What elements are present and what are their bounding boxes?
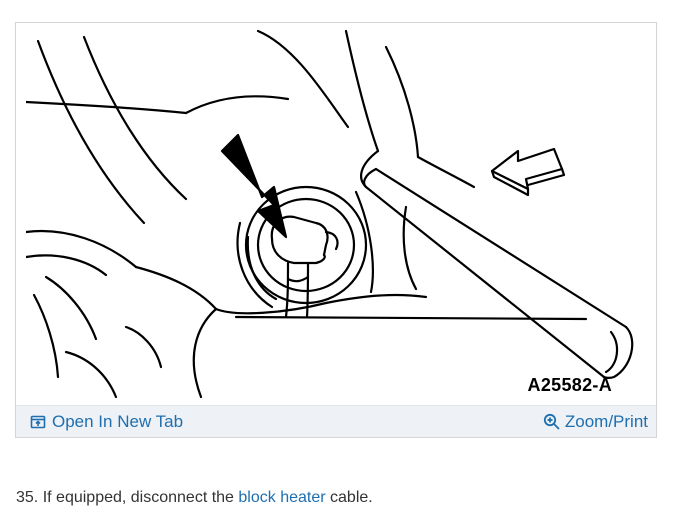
open-in-new-tab-link[interactable]: Open In New Tab — [30, 412, 183, 432]
zoom-magnifier-icon — [543, 413, 561, 431]
open-new-tab-icon — [30, 414, 46, 430]
block-heater-link[interactable]: block heater — [238, 489, 326, 506]
step-number: 35. — [16, 489, 39, 506]
step-text-after: cable. — [330, 489, 373, 506]
step-text-before: If equipped, disconnect the — [42, 489, 234, 506]
zoom-print-label: Zoom/Print — [564, 412, 648, 431]
figure-code-label: A25582-A — [527, 375, 612, 395]
zoom-print-link[interactable]: Zoom/Print — [543, 412, 648, 432]
step-instruction: 35. If equipped, disconnect the block he… — [16, 489, 373, 507]
figure-container: A25582-A Open In New Tab Zoo — [15, 22, 657, 438]
block-heater-illustration — [26, 27, 648, 405]
figure-toolbar: Open In New Tab Zoom/Print — [16, 405, 656, 437]
open-in-new-tab-label: Open In New Tab — [52, 412, 184, 431]
